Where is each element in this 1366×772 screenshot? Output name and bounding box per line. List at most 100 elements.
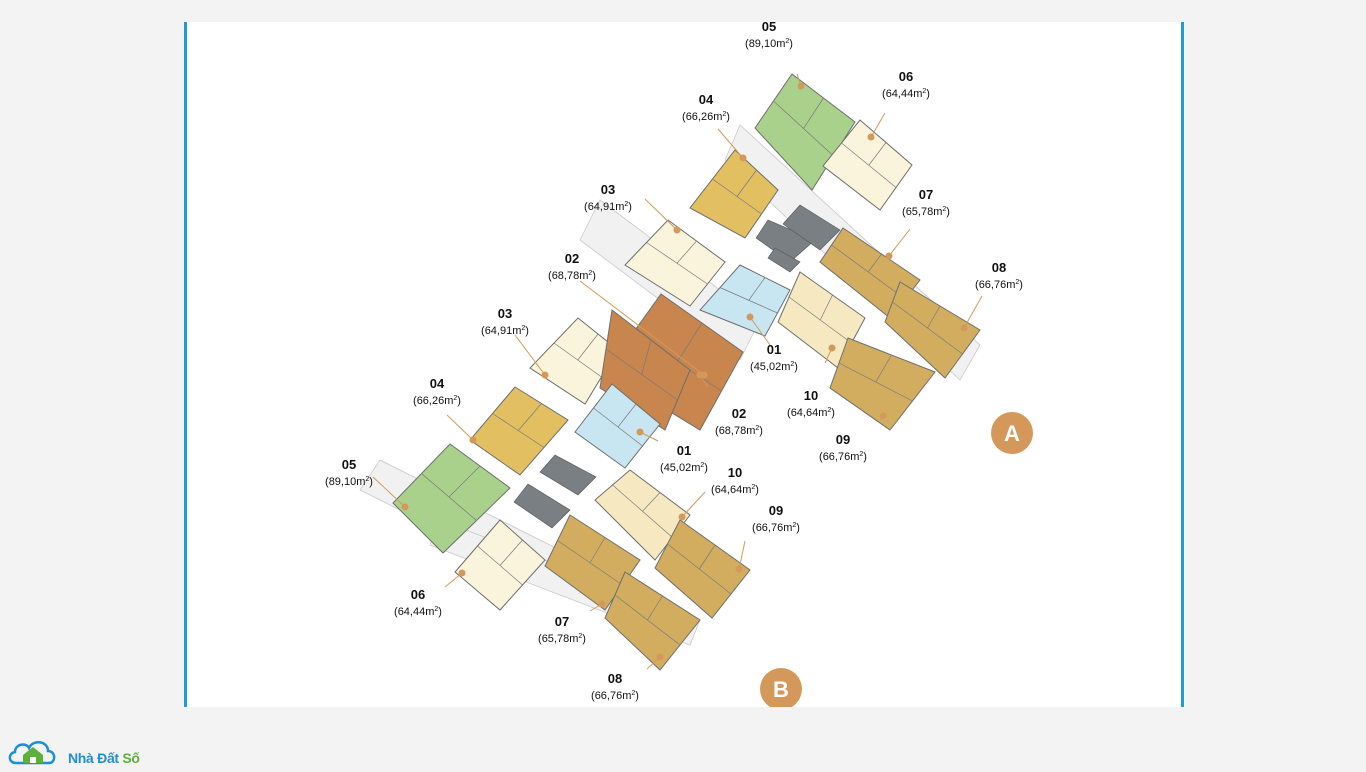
unit-shape — [529, 317, 619, 405]
tower-a-badge[interactable]: A — [991, 412, 1033, 454]
unit-number-a02: 02 — [565, 251, 579, 266]
tower-a-badge-label: A — [1004, 421, 1020, 446]
unit-area-a09: (66,76m2) — [819, 451, 867, 463]
room-wall — [676, 240, 697, 264]
unit-shape — [829, 337, 936, 431]
unit-marker — [541, 371, 549, 379]
room-wall — [927, 305, 941, 329]
unit-b04[interactable] — [469, 386, 569, 476]
unit-b06[interactable] — [454, 519, 546, 611]
tower-b-badge[interactable]: B — [760, 668, 802, 707]
unit-shape — [574, 383, 661, 469]
unit-marker — [879, 412, 887, 420]
unit-area-b04: (66,26m2) — [413, 395, 461, 407]
room-wall — [647, 595, 663, 621]
unit-area-b10: (64,64m2) — [711, 484, 759, 496]
unit-a08[interactable] — [884, 281, 981, 379]
unit-number-a08: 08 — [992, 260, 1006, 275]
unit-number-a09: 09 — [836, 432, 850, 447]
leader-line — [372, 476, 406, 508]
room-wall — [868, 142, 887, 166]
unit-number-a06: 06 — [899, 69, 913, 84]
unit-number-a10: 10 — [804, 388, 818, 403]
units-layer — [359, 73, 981, 671]
unit-number-a04: 04 — [699, 92, 714, 107]
unit-a06[interactable] — [822, 119, 913, 211]
unit-number-a05: 05 — [762, 22, 776, 34]
leader-line — [579, 280, 705, 376]
unit-number-b05: 05 — [342, 457, 356, 472]
unit-marker — [401, 503, 409, 511]
leader-line — [738, 540, 746, 570]
unit-area-a08: (66,76m2) — [975, 279, 1023, 291]
unit-marker — [696, 371, 704, 379]
unit-number-b10: 10 — [728, 465, 742, 480]
unit-number-a07: 07 — [919, 187, 933, 202]
room-wall — [867, 253, 882, 273]
room-wall — [875, 354, 892, 383]
room-wall — [589, 537, 606, 563]
unit-marker — [797, 82, 805, 90]
unit-shape — [392, 443, 511, 554]
unit-b10[interactable] — [594, 469, 691, 561]
unit-marker — [828, 344, 836, 352]
room-wall — [803, 97, 824, 129]
room-wall — [517, 403, 542, 431]
unit-number-b02: 02 — [732, 406, 746, 421]
elevator-core — [782, 204, 841, 251]
unit-area-b02: (68,78m2) — [715, 425, 763, 437]
room-wall — [642, 492, 661, 512]
unit-area-a06: (64,44m2) — [882, 88, 930, 100]
elevator-core — [513, 483, 571, 529]
unit-number-b01: 01 — [677, 443, 691, 458]
unit-a04[interactable] — [689, 149, 779, 239]
unit-shape — [594, 469, 691, 561]
room-wall — [736, 169, 757, 197]
unit-area-a04: (66,26m2) — [682, 111, 730, 123]
room-wall — [698, 544, 716, 570]
unit-shape — [884, 281, 981, 379]
leader-line — [681, 491, 706, 518]
logo-text-part-2: Số — [122, 750, 140, 766]
unit-marker — [469, 436, 477, 444]
unit-marker — [598, 600, 606, 608]
site-logo[interactable]: Nhà Đất Số — [6, 733, 166, 767]
unit-b03[interactable] — [529, 317, 619, 405]
unit-b05[interactable] — [392, 443, 511, 554]
unit-b01[interactable] — [574, 383, 661, 469]
unit-marker — [678, 513, 686, 521]
unit-number-b03: 03 — [498, 306, 512, 321]
unit-number-b08: 08 — [608, 671, 622, 686]
elevator-core — [767, 247, 801, 273]
unit-marker — [458, 569, 466, 577]
unit-b07[interactable] — [544, 514, 641, 611]
floor-plan-frame: 05 (89,10m2) 06 (64,44m2) 04 (66,26m2) 07 (65,7… — [184, 22, 1184, 707]
leader-line — [446, 414, 474, 441]
unit-b08[interactable] — [604, 571, 701, 671]
leader-line — [870, 112, 886, 138]
unit-area-a03: (64,91m2) — [584, 201, 632, 213]
room-wall — [448, 465, 481, 498]
elevator-core — [539, 454, 597, 496]
unit-number-a03: 03 — [601, 182, 615, 197]
room-wall — [641, 339, 652, 375]
unit-a01[interactable] — [699, 264, 791, 337]
unit-b09[interactable] — [654, 519, 751, 619]
unit-a03[interactable] — [624, 219, 726, 307]
leader-line — [749, 316, 771, 346]
leader-line — [717, 128, 744, 159]
unit-area-b06: (64,44m2) — [394, 606, 442, 618]
unit-number-b09: 09 — [769, 503, 783, 518]
leader-line — [644, 198, 678, 231]
floor-plan: 05 (89,10m2) 06 (64,44m2) 04 (66,26m2) 07 (65,7… — [325, 22, 1033, 707]
room-wall — [499, 539, 523, 566]
unit-a09[interactable] — [829, 337, 936, 431]
unit-number-b07: 07 — [555, 614, 569, 629]
unit-marker — [739, 154, 747, 162]
unit-number-a01: 01 — [767, 342, 781, 357]
unit-area-b07: (65,78m2) — [538, 633, 586, 645]
unit-marker — [656, 653, 664, 661]
unit-marker — [867, 133, 875, 141]
unit-area-a05: (89,10m2) — [745, 38, 793, 50]
unit-area-a01: (45,02m2) — [750, 361, 798, 373]
